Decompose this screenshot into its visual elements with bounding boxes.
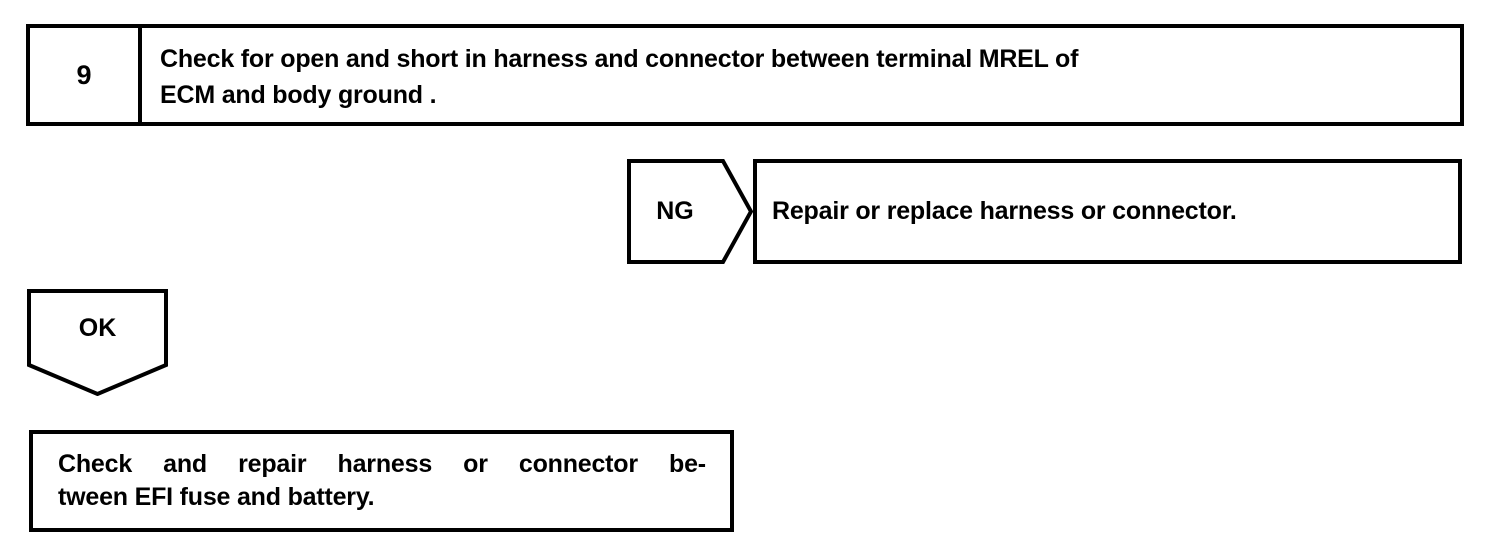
final-instruction-box: Check and repair harness or connector be- twee… [29, 430, 734, 532]
final-instruction-line-2: tween EFI fuse and battery. [58, 483, 375, 511]
repair-replace-box: Repair or replace harness or connector. [753, 159, 1462, 264]
pentagon-right-icon [627, 159, 753, 264]
step-instruction-line-1: Check for open and short in harness and … [160, 45, 1079, 73]
ok-branch-label: OK [78, 313, 117, 342]
final-instruction-word: Check [58, 450, 133, 478]
pentagon-down-icon [27, 289, 168, 396]
step-number-cell: 9 [30, 28, 142, 122]
step-instruction-line-2: ECM and body ground . [160, 81, 437, 109]
final-instruction-word: harness [337, 450, 433, 478]
step-box: 9 Check for open and short in harness an… [26, 24, 1464, 126]
ok-branch-pentagon: OK [27, 289, 168, 396]
ng-branch-pentagon: NG [627, 159, 753, 264]
final-instruction-line-1: Check and repair harness or connector be- [58, 448, 706, 481]
final-instruction-word: connector [518, 450, 638, 478]
ng-branch-label: NG [656, 197, 694, 225]
final-instruction-word: or [463, 450, 488, 478]
step-instruction-text: Check for open and short in harness and … [146, 28, 1460, 122]
final-instruction-word: be- [669, 450, 706, 478]
final-instruction-word: repair [238, 450, 307, 478]
step-number: 9 [76, 59, 92, 90]
final-instruction-word: and [163, 450, 208, 478]
repair-replace-text: Repair or replace harness or connector. [772, 197, 1237, 225]
